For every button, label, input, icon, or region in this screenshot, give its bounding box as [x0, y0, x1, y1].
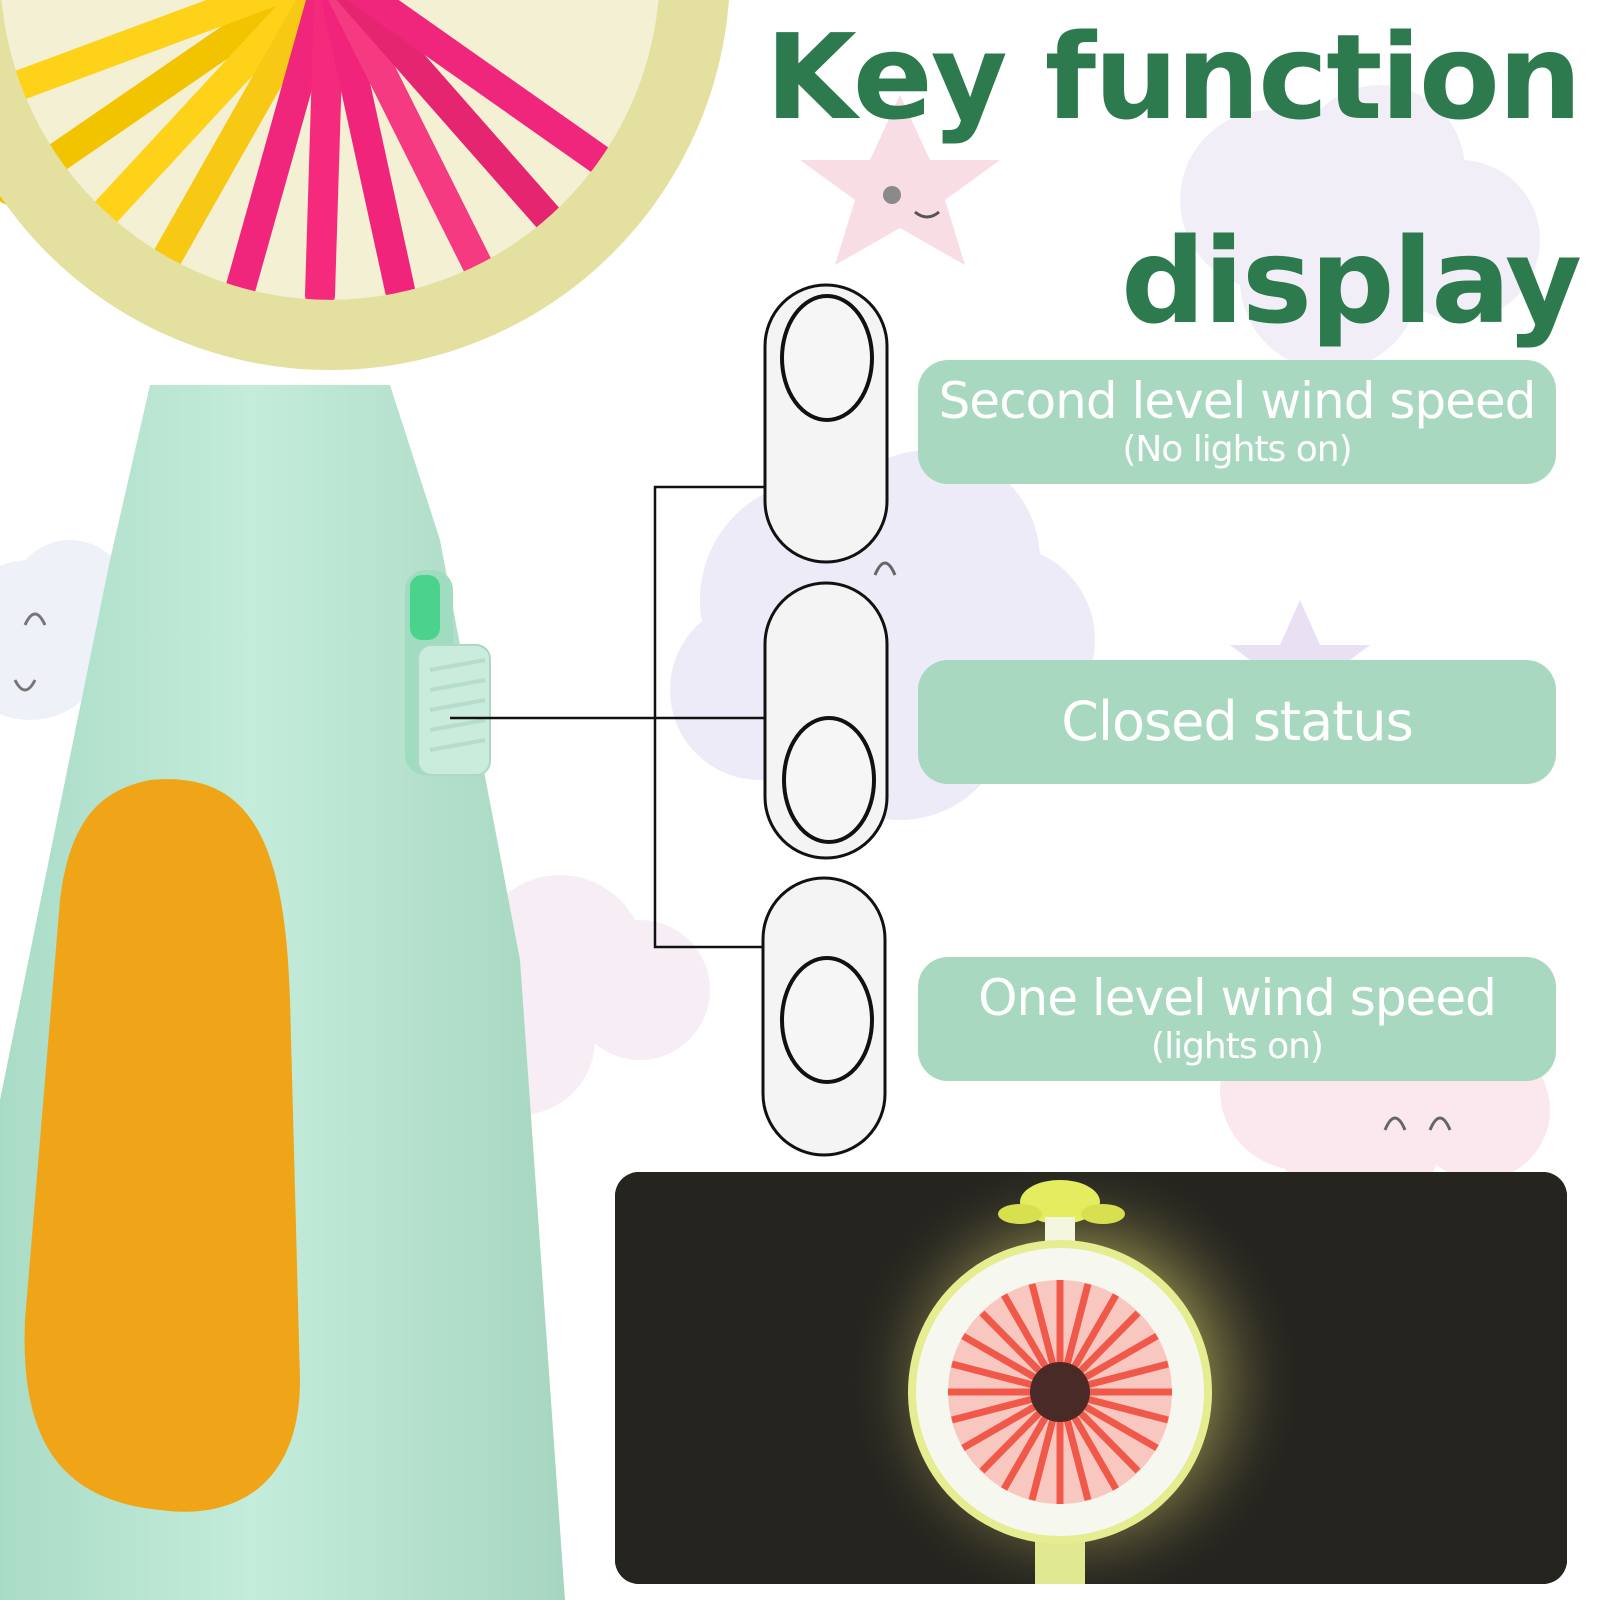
mode-label-note: (No lights on)	[1122, 429, 1352, 470]
mode-label-text: One level wind speed	[978, 969, 1497, 1027]
title-line-2: display	[1121, 212, 1582, 350]
switch-down-icon	[761, 876, 887, 1157]
fan-head	[0, 0, 729, 370]
mode-label-text: Closed status	[1061, 690, 1413, 753]
switch-up-icon	[763, 283, 889, 564]
slide-switch-icon	[405, 570, 491, 776]
mode-label-note: (lights on)	[1151, 1026, 1324, 1067]
lit-fan-photo	[615, 1172, 1567, 1584]
mode-label-closed: Closed status	[918, 660, 1556, 784]
mode-label-text: Second level wind speed	[938, 372, 1537, 430]
mode-label-second-level: Second level wind speed (No lights on)	[918, 360, 1556, 484]
cloud-icon	[1180, 85, 1540, 370]
mode-label-one-level: One level wind speed (lights on)	[918, 957, 1556, 1081]
fan-lights-on-illustration	[615, 1172, 1567, 1584]
star-icon	[800, 95, 1000, 265]
switch-middle-icon	[763, 581, 889, 860]
connector-lines	[450, 485, 765, 949]
fan-button	[24, 779, 300, 1512]
title-line-1: Key function	[765, 8, 1582, 146]
